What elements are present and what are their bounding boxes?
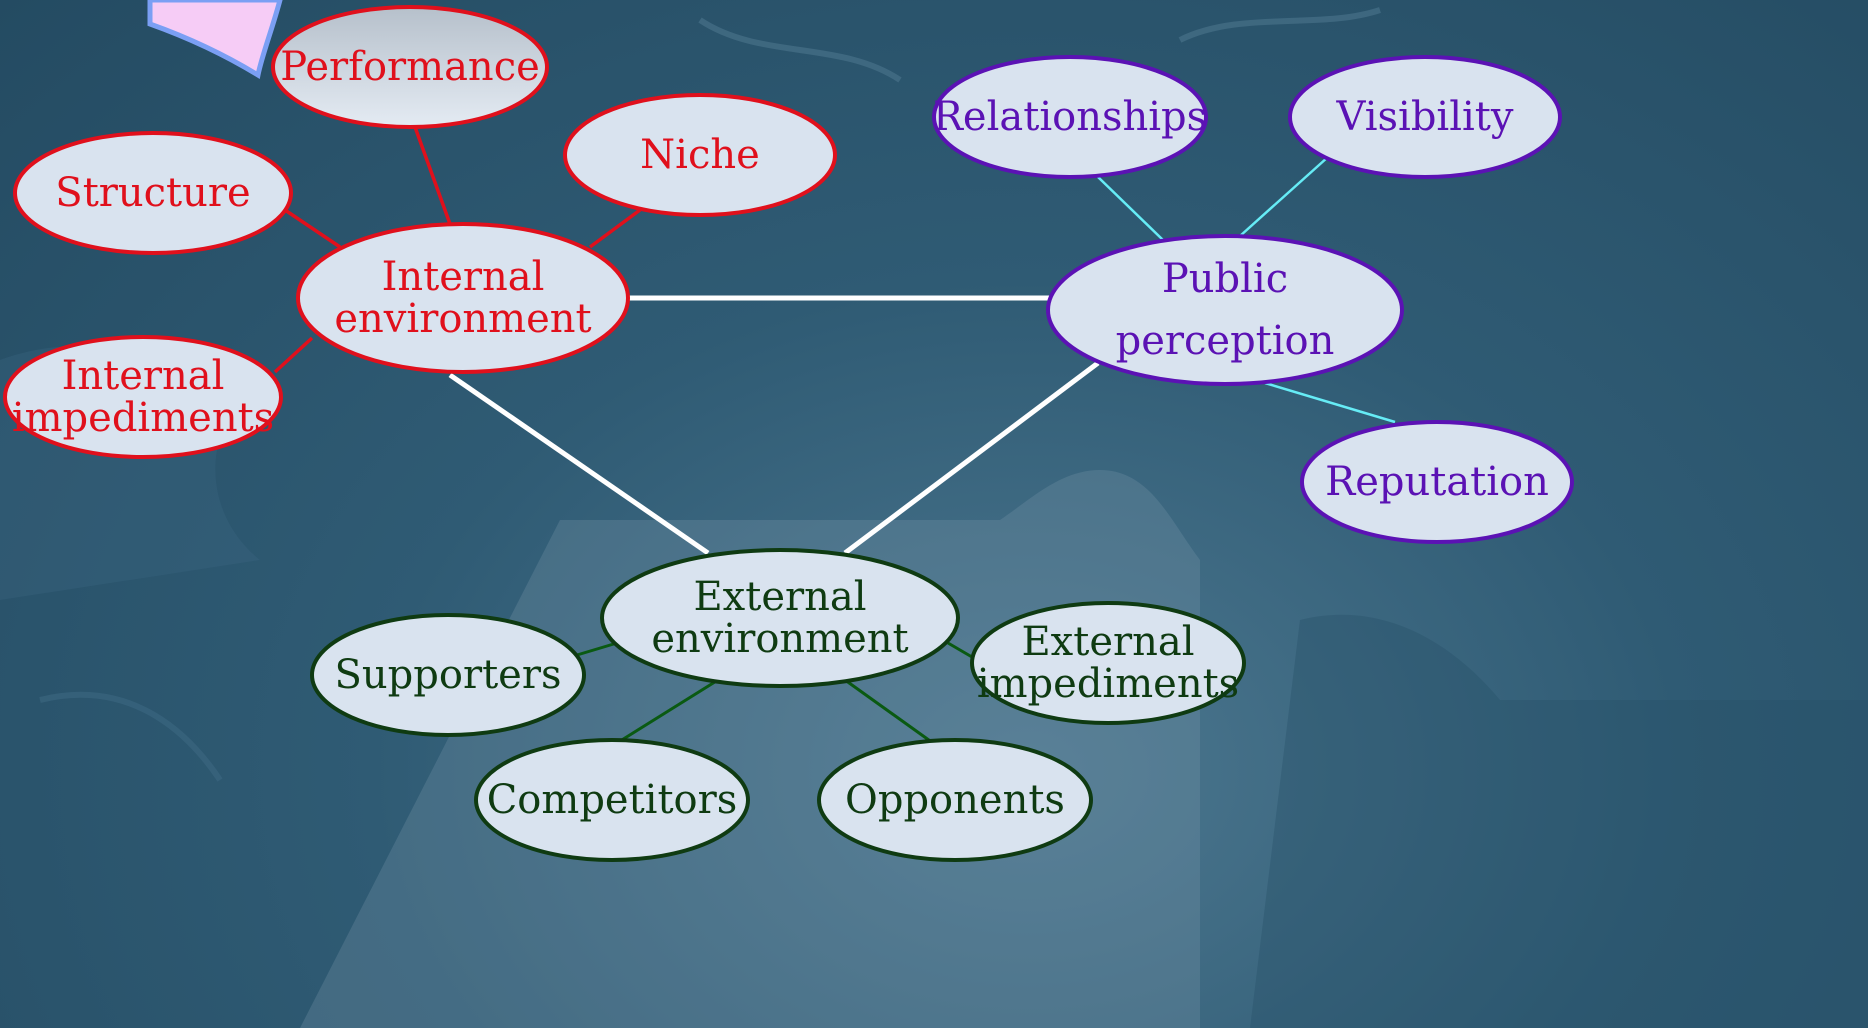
node-label-external-environment-line-2: environment: [651, 616, 908, 662]
node-label-niche: Niche: [640, 132, 760, 178]
node-relationships: Relationships: [932, 55, 1208, 179]
node-shape-structure: [13, 131, 293, 255]
node-shape-visibility: [1288, 55, 1562, 179]
node-shape-external-impediments: [970, 601, 1246, 725]
node-label-opponents: Opponents: [845, 777, 1065, 823]
node-shape-opponents: [817, 738, 1093, 862]
node-structure: Structure: [13, 131, 293, 255]
node-reputation: Reputation: [1300, 420, 1574, 544]
link-internal-environment-to-internal-impediments: [273, 336, 314, 374]
node-label-structure: Structure: [55, 170, 250, 216]
puzzle-background: [0, 7, 1868, 1028]
node-performance: Performance: [271, 5, 549, 129]
node-label-relationships: Relationships: [933, 94, 1207, 140]
node-label-supporters: Supporters: [335, 652, 562, 698]
node-label-external-impediments-line-2: impediments: [977, 661, 1239, 707]
node-shape-competitors: [474, 738, 750, 862]
node-label-internal-environment-line-1: Internal: [382, 254, 545, 300]
node-shape-internal-impediments: [3, 335, 283, 459]
node-niche: Niche: [563, 93, 837, 217]
node-shape-performance: [271, 5, 549, 129]
node-competitors: Competitors: [474, 738, 750, 862]
node-shape-internal-environment: [296, 222, 630, 374]
node-label-competitors: Competitors: [487, 777, 738, 823]
links-layer: [273, 126, 1396, 745]
link-public-perception-to-reputation: [1264, 381, 1396, 424]
node-label-public-perception-line-2: perception: [1116, 318, 1335, 364]
node-label-external-impediments-line-1: External: [1021, 619, 1194, 665]
node-shape-public-perception: [1046, 234, 1404, 386]
node-visibility: Visibility: [1288, 55, 1562, 179]
link-internal-environment-to-niche: [588, 208, 642, 249]
node-shape-supporters: [310, 613, 586, 737]
link-external-environment-to-competitors: [616, 678, 719, 745]
node-opponents: Opponents: [817, 738, 1093, 862]
node-public-perception: Public perception: [1046, 234, 1404, 386]
node-shape-relationships: [932, 55, 1208, 179]
link-public-perception-to-external-environment: [843, 361, 1100, 555]
link-external-environment-to-external-impediments: [947, 641, 973, 659]
node-label-public-perception-line-1: Public: [1162, 256, 1288, 302]
link-public-perception-to-visibility: [1239, 156, 1329, 237]
link-external-environment-to-opponents: [844, 678, 934, 745]
node-label-visibility: Visibility: [1336, 94, 1514, 140]
node-supporters: Supporters: [310, 613, 586, 737]
link-internal-environment-to-external-environment: [448, 372, 710, 556]
node-label-performance: Performance: [280, 44, 540, 90]
link-external-environment-to-supporters: [576, 641, 618, 657]
node-label-internal-impediments-line-2: impediments: [12, 395, 274, 441]
node-shape-reputation: [1300, 420, 1574, 544]
node-label-internal-impediments-line-1: Internal: [62, 353, 225, 399]
nodes-layer: InternalenvironmentPerformanceStructureN…: [3, 5, 1574, 862]
node-label-internal-environment-line-2: environment: [334, 296, 591, 342]
link-internal-environment-to-structure: [284, 208, 341, 249]
node-label-reputation: Reputation: [1325, 459, 1549, 505]
callout-shape: [147, 0, 283, 79]
node-label-external-environment-line-1: External: [693, 574, 866, 620]
node-shape-niche: [563, 93, 837, 217]
link-public-perception-to-relationships: [1097, 176, 1164, 241]
link-internal-environment-to-performance: [413, 126, 452, 225]
node-shape-external-environment: [600, 548, 960, 688]
